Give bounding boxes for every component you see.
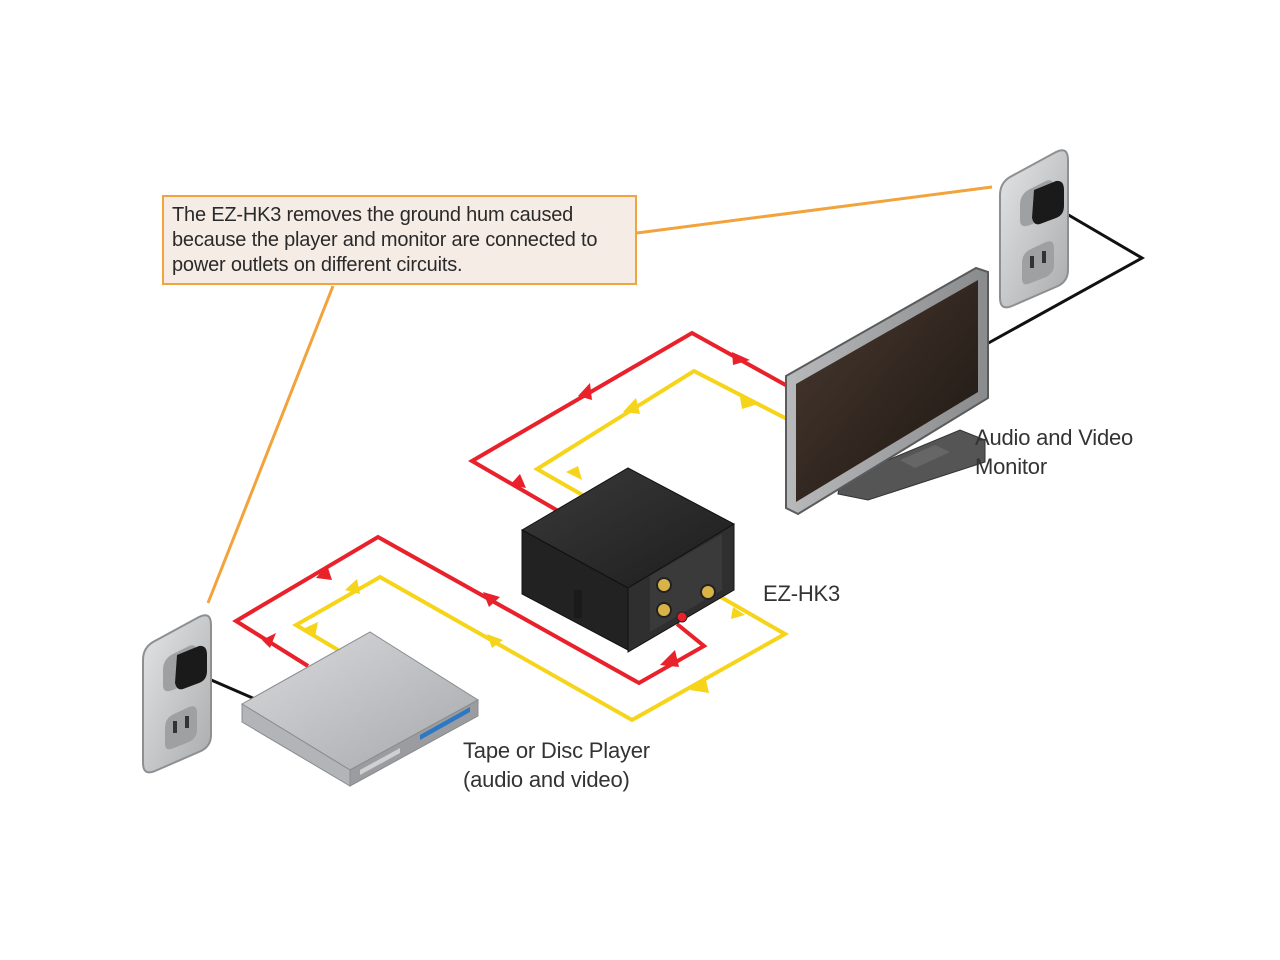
arrow-icon [660,650,679,667]
arrow-icon [487,634,503,648]
arrow-icon [316,565,332,580]
monitor-label-line: Audio and Video [975,425,1134,450]
monitor-label-line: Monitor [975,454,1047,479]
disc-player-icon [241,631,479,771]
arrow-icon [732,352,750,365]
arrow-icon [262,633,276,648]
wall-outlet-left [142,614,212,774]
arrow-icon [623,398,640,414]
wall-outlet-icon [142,614,212,774]
player-label-line: Tape or Disc Player [463,738,650,763]
monitor-label: Audio and Video Monitor [975,423,1133,481]
arrow-icon [731,607,745,619]
arrow-icon [690,676,709,693]
wall-outlet-icon [999,149,1069,309]
device-label: EZ-HK3 [763,581,841,606]
callout-leader-lines [206,185,993,604]
wall-outlet-right [999,149,1069,309]
player-label: Tape or Disc Player (audio and video) [463,736,650,794]
yellow-cable-upper [533,368,790,499]
arrow-icon [566,466,582,480]
disc-player [241,631,479,787]
red-cable-lower [232,534,708,686]
callout-line: The EZ-HK3 removes the ground hum caused [172,204,574,226]
callout-line: because the player and monitor are conne… [172,229,598,251]
arrow-icon [305,622,318,637]
arrow-icon [740,397,758,409]
callout-line: power outlets on different circuits. [172,254,463,276]
arrow-icon [510,474,526,488]
arrow-icon [345,579,360,594]
signal-arrows [262,352,758,693]
yellow-cable-lower [292,574,790,723]
arrow-icon [578,383,592,400]
tv-monitor [785,266,989,516]
player-label-line: (audio and video) [463,767,630,792]
explanation-callout: The EZ-HK3 removes the ground hum caused… [162,195,637,285]
hum-eliminator-box [520,467,736,653]
arrow-icon [483,592,500,607]
